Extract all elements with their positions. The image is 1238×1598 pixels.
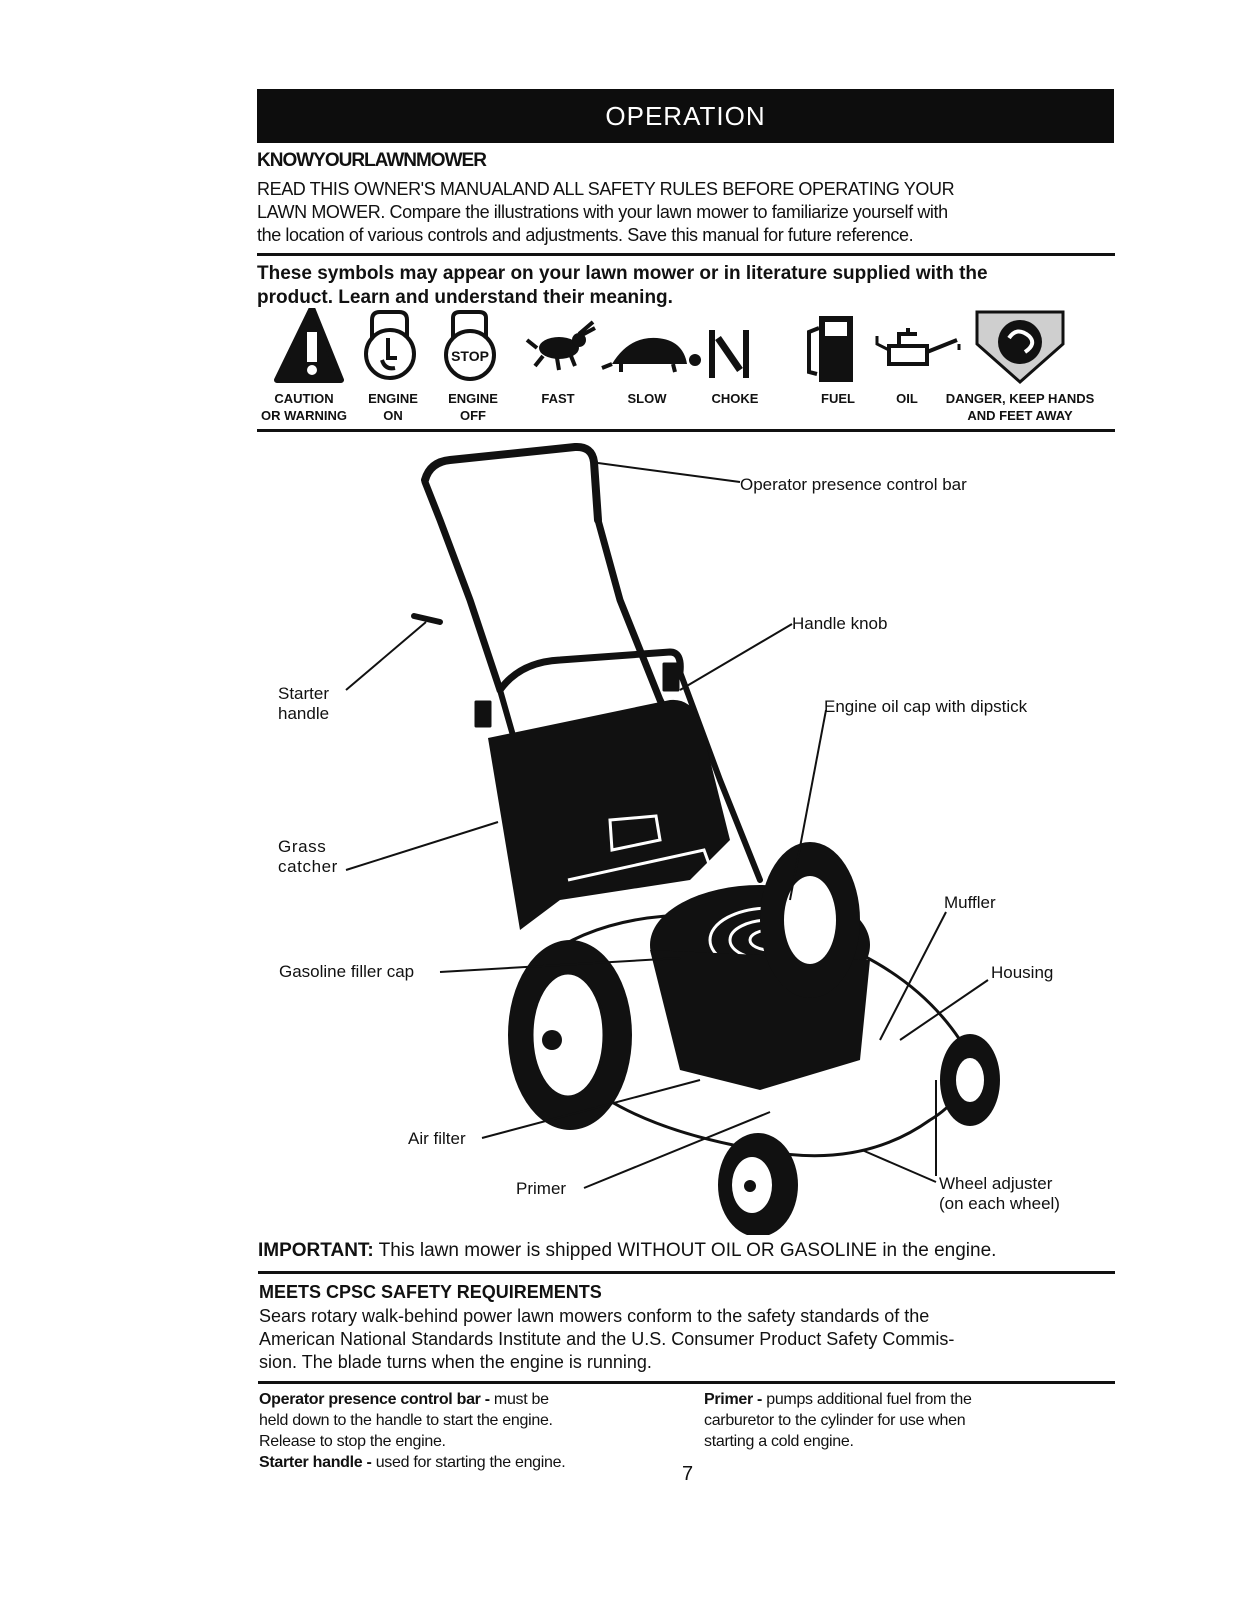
callout-muffler: Muffler <box>944 893 996 912</box>
callout-line: handle <box>278 704 330 723</box>
symbol-label-choke: CHOKE <box>711 391 759 406</box>
symbol-label-engine-on: ENGINE ON <box>358 390 428 424</box>
stop-text: STOP <box>451 348 489 364</box>
definition-term: Operator presence control bar - <box>259 1391 490 1408</box>
symbol-label-engine-off: ENGINE OFF <box>438 390 508 424</box>
symbol-label-line: AND FEET AWAY <box>967 408 1073 423</box>
definition-term: Primer - <box>704 1391 763 1408</box>
symbols-heading-line: product. Learn and understand their mean… <box>257 287 673 308</box>
symbol-label-line: ENGINE <box>368 391 418 406</box>
important-label: IMPORTANT: <box>258 1240 374 1261</box>
symbols-row: STOP <box>274 308 1065 385</box>
definition-operator-bar: Operator presence control bar - must be <box>259 1389 699 1410</box>
section-heading-know: KNOWYOURLAWNMOWER <box>257 150 487 171</box>
callout-grass-catcher: Grass catcher <box>278 837 338 877</box>
cpsc-line: sion. The blade turns when the engine is… <box>259 1352 652 1372</box>
callout-line: (on each wheel) <box>939 1194 1060 1213</box>
callout-oil-cap: Engine oil cap with dipstick <box>824 697 1028 716</box>
definition-column-left: Operator presence control bar - must be … <box>259 1389 699 1473</box>
divider <box>258 1271 1115 1274</box>
callout-wheel-adjuster: Wheel adjuster (on each wheel) <box>939 1174 1060 1214</box>
important-note: IMPORTANT: This lawn mower is shipped WI… <box>258 1240 996 1262</box>
symbol-label-line: OFF <box>460 408 486 423</box>
callout-line: Wheel adjuster <box>939 1174 1053 1193</box>
definition-text: used for starting the engine. <box>371 1454 566 1471</box>
symbol-label-danger: DANGER, KEEP HANDS AND FEET AWAY <box>930 390 1110 424</box>
divider <box>257 253 1115 256</box>
intro-paragraph: READ THIS OWNER'S MANUALAND ALL SAFETY R… <box>257 178 1114 247</box>
symbol-label-slow: SLOW <box>627 391 667 406</box>
intro-line: the location of various controls and adj… <box>257 225 914 245</box>
cpsc-paragraph: Sears rotary walk-behind power lawn mowe… <box>259 1305 1115 1374</box>
definition-column-right: Primer - pumps additional fuel from the … <box>704 1389 1104 1452</box>
definition-text: carburetor to the cylinder for use when <box>704 1412 966 1429</box>
intro-line: LAWN MOWER. Compare the illustrations wi… <box>257 202 948 222</box>
definition-term: Starter handle - <box>259 1454 372 1471</box>
cpsc-heading: MEETS CPSC SAFETY REQUIREMENTS <box>259 1282 602 1302</box>
definition-text: pumps additional fuel from the <box>762 1391 972 1408</box>
symbol-label-line: DANGER, KEEP HANDS <box>945 391 1095 406</box>
cpsc-line: American National Standards Institute an… <box>259 1329 955 1349</box>
turtle-icon <box>601 337 701 373</box>
intro-line: READ THIS OWNER'S MANUALAND ALL SAFETY R… <box>257 179 955 199</box>
callout-operator-bar: Operator presence control bar <box>740 475 967 494</box>
engine-on-icon <box>364 310 416 380</box>
definition-primer: Primer - pumps additional fuel from the <box>704 1389 1104 1410</box>
definition-starter-handle: Starter handle - used for starting the e… <box>259 1452 699 1473</box>
symbol-label-fuel: FUEL <box>821 391 855 406</box>
danger-hands-feet-icon <box>975 310 1065 385</box>
divider <box>257 429 1115 432</box>
symbol-label-oil: OIL <box>896 391 918 406</box>
symbol-label-caution: CAUTION OR WARNING <box>260 390 348 424</box>
symbol-label-line: CAUTION <box>274 391 334 406</box>
definition-text: must be <box>489 1391 549 1408</box>
callout-gas-cap: Gasoline filler cap <box>279 962 415 981</box>
callout-air-filter: Air filter <box>408 1129 466 1148</box>
symbols-heading-line: These symbols may appear on your lawn mo… <box>257 263 988 284</box>
engine-off-icon: STOP <box>444 310 496 381</box>
symbol-label-line: OR WARNING <box>261 408 347 423</box>
callout-line: catcher <box>278 857 338 876</box>
symbol-label-line: ON <box>383 408 403 423</box>
definition-text: held down to the handle to start the eng… <box>259 1412 553 1429</box>
symbol-label-line: ENGINE <box>448 391 498 406</box>
callout-line: Starter <box>278 684 330 703</box>
symbol-label-fast: FAST <box>541 391 575 406</box>
cpsc-line: Sears rotary walk-behind power lawn mowe… <box>259 1306 930 1326</box>
callout-primer: Primer <box>516 1179 567 1198</box>
symbols-heading: These symbols may appear on your lawn mo… <box>257 262 1114 310</box>
section-banner: OPERATION <box>257 89 1114 143</box>
callout-handle-knob: Handle knob <box>792 614 888 633</box>
definition-text: starting a cold engine. <box>704 1433 854 1450</box>
callout-line: Grass <box>278 837 327 856</box>
rabbit-icon <box>525 320 596 371</box>
fuel-pump-icon <box>807 316 853 382</box>
lawn-mower-illustration <box>345 442 1000 1235</box>
oil-can-icon <box>875 328 961 366</box>
callout-housing: Housing <box>991 963 1054 982</box>
callout-starter-handle: Starter handle <box>278 684 329 724</box>
important-text: This lawn mower is shipped WITHOUT OIL O… <box>373 1240 997 1261</box>
definition-text: Release to stop the engine. <box>259 1433 446 1450</box>
choke-icon <box>709 330 749 378</box>
caution-icon <box>274 308 344 383</box>
divider <box>258 1381 1115 1384</box>
page-number: 7 <box>682 1463 694 1485</box>
